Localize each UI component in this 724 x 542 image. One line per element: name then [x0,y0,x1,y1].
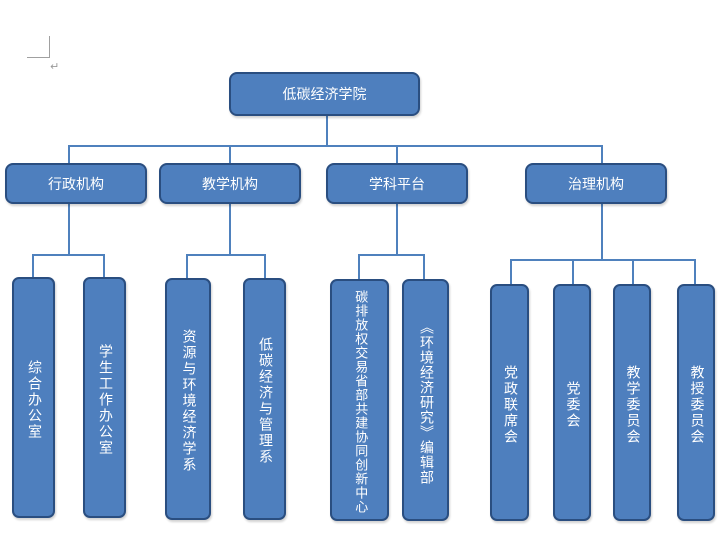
connector [572,259,574,284]
unit-label: 《环境经济研究》编辑部 [417,319,434,485]
branch-teaching-label: 教学机构 [202,176,258,193]
connector [186,254,188,278]
unit-general-office: 综合办公室 [12,277,55,518]
connector [103,254,105,277]
unit-label: 党政联席会 [501,364,518,445]
connector [326,114,328,146]
unit-professors-committee: 教授委员会 [677,284,715,521]
connector [264,254,266,278]
unit-journal-editorial-office: 《环境经济研究》编辑部 [402,279,449,521]
branch-discipline: 学科平台 [326,163,468,204]
branch-governance-label: 治理机构 [568,176,624,193]
unit-label: 碳排放权交易省部共建协同创新中心 [352,290,368,514]
connector [32,254,34,277]
connector [694,259,696,284]
connector [396,145,398,163]
page-corner-mark [27,57,49,58]
connector [510,259,512,284]
branch-governance: 治理机构 [525,163,667,204]
connector [68,203,70,255]
unit-carbon-trading-center: 碳排放权交易省部共建协同创新中心 [330,279,389,521]
connector [601,203,603,260]
branch-admin-label: 行政机构 [48,176,104,193]
unit-label: 教授委员会 [688,364,705,445]
connector [510,259,696,261]
unit-label: 学生工作办公室 [96,343,113,456]
connector [229,145,231,163]
unit-student-affairs-office: 学生工作办公室 [83,277,126,518]
connector [396,203,398,255]
unit-label: 党委会 [564,380,581,429]
unit-resource-environment-dept: 资源与环境经济学系 [165,278,211,520]
connector [632,259,634,284]
page-corner-mark [49,36,50,58]
branch-admin: 行政机构 [5,163,147,204]
connector [68,145,603,147]
root-node-label: 低碳经济学院 [282,87,367,103]
branch-discipline-label: 学科平台 [369,176,425,193]
paragraph-mark-icon: ↵ [50,60,60,73]
connector [32,254,105,256]
connector [358,254,360,279]
unit-low-carbon-management-dept: 低碳经济与管理系 [243,278,286,520]
unit-teaching-committee: 教学委员会 [613,284,651,521]
connector [229,203,231,255]
connector [68,145,70,163]
unit-party-committee: 党委会 [553,284,591,521]
unit-label: 教学委员会 [624,364,641,445]
unit-label: 综合办公室 [25,359,42,440]
branch-teaching: 教学机构 [159,163,301,204]
connector [423,254,425,279]
connector [186,254,266,256]
unit-label: 资源与环境经济学系 [180,329,197,473]
root-node: 低碳经济学院 [229,72,420,116]
unit-party-admin-joint-meeting: 党政联席会 [490,284,529,521]
connector [358,254,425,256]
connector [601,145,603,163]
unit-label: 低碳经济与管理系 [256,337,273,465]
